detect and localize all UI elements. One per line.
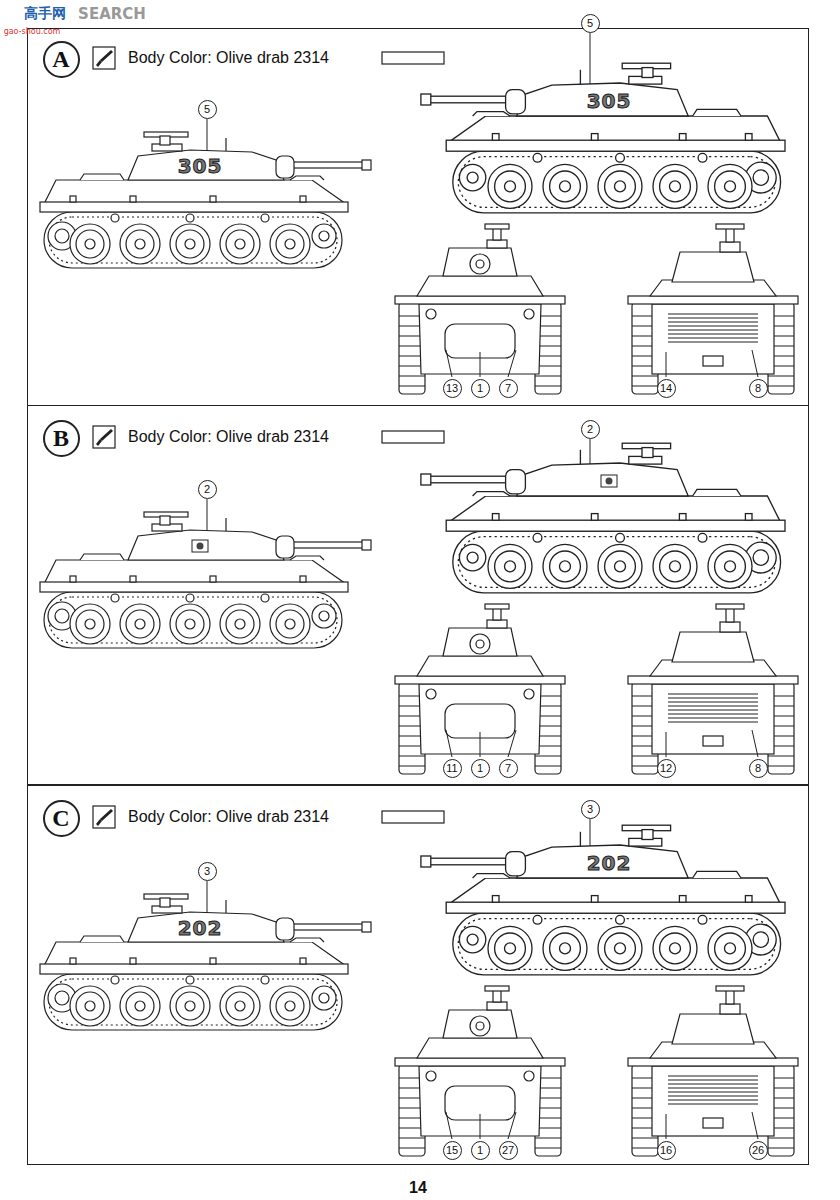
scheme-letter-text: B [53,425,69,452]
scheme-letter: B [43,420,80,457]
watermark: 高手网 [24,5,66,23]
tank-side-view [40,132,371,268]
callout-number: 2 [198,480,217,499]
callout-number: 3 [198,862,217,881]
tank-front-view [395,604,565,774]
scheme-letter-text: C [52,805,69,832]
scheme-letter-text: A [52,46,69,73]
callout-number: 1 [471,379,490,398]
tank-rear-view [628,986,798,1156]
tank-drawings [40,63,798,1156]
callout-number: 5 [198,100,217,119]
watermark: gao-shou.com [4,27,61,36]
callout-number: 2 [581,420,600,439]
tank-front-view [395,986,565,1156]
callout-number: 8 [749,759,768,778]
callout-number: 1 [471,759,490,778]
callout-number: 13 [443,379,462,398]
watermark: SEARCH [78,5,146,23]
page-number: 14 [409,1179,427,1197]
callout-number: 12 [657,759,676,778]
callout-number: 14 [657,379,676,398]
callout-number: 16 [657,1141,676,1160]
callout-number: 3 [581,800,600,819]
callout-number: 15 [443,1141,462,1160]
callout-number: 1 [471,1141,490,1160]
callout-number: 27 [499,1141,518,1160]
turret-number: 305 [176,155,225,177]
tank-side-view [421,63,785,213]
scheme-panel: Body Color: Olive drab 2314 B [27,405,809,785]
turret-number: 202 [176,917,225,939]
turret-number: 305 [585,90,634,112]
callout-number: 5 [581,14,600,33]
tank-rear-view [628,604,798,774]
callout-number: 8 [749,379,768,398]
tank-rear-view [628,224,798,394]
scheme-letter: C [43,800,80,837]
tank-side-view [421,443,785,593]
body-color-note: Body Color: Olive drab 2314 [128,49,329,67]
tank-side-view [421,825,785,975]
body-color-note: Body Color: Olive drab 2314 [128,808,329,826]
color-swatch [382,52,444,823]
callout-number: 11 [443,759,462,778]
turret-number: 202 [585,852,634,874]
flag-marking [192,475,617,552]
callout-number: 26 [749,1141,768,1160]
brush-icon [93,47,115,828]
tank-front-view [395,224,565,394]
scheme-panel: Body Color: Olive drab 2314 C [27,785,809,1165]
tank-side-view [40,894,371,1030]
body-color-note: Body Color: Olive drab 2314 [128,428,329,446]
callout-number: 7 [499,379,518,398]
scheme-letter: A [43,41,80,78]
tank-side-view [40,512,371,648]
leader-lines [207,33,758,1139]
callout-number: 7 [499,759,518,778]
scheme-panel: Body Color: Olive drab 2314 A [27,28,809,406]
